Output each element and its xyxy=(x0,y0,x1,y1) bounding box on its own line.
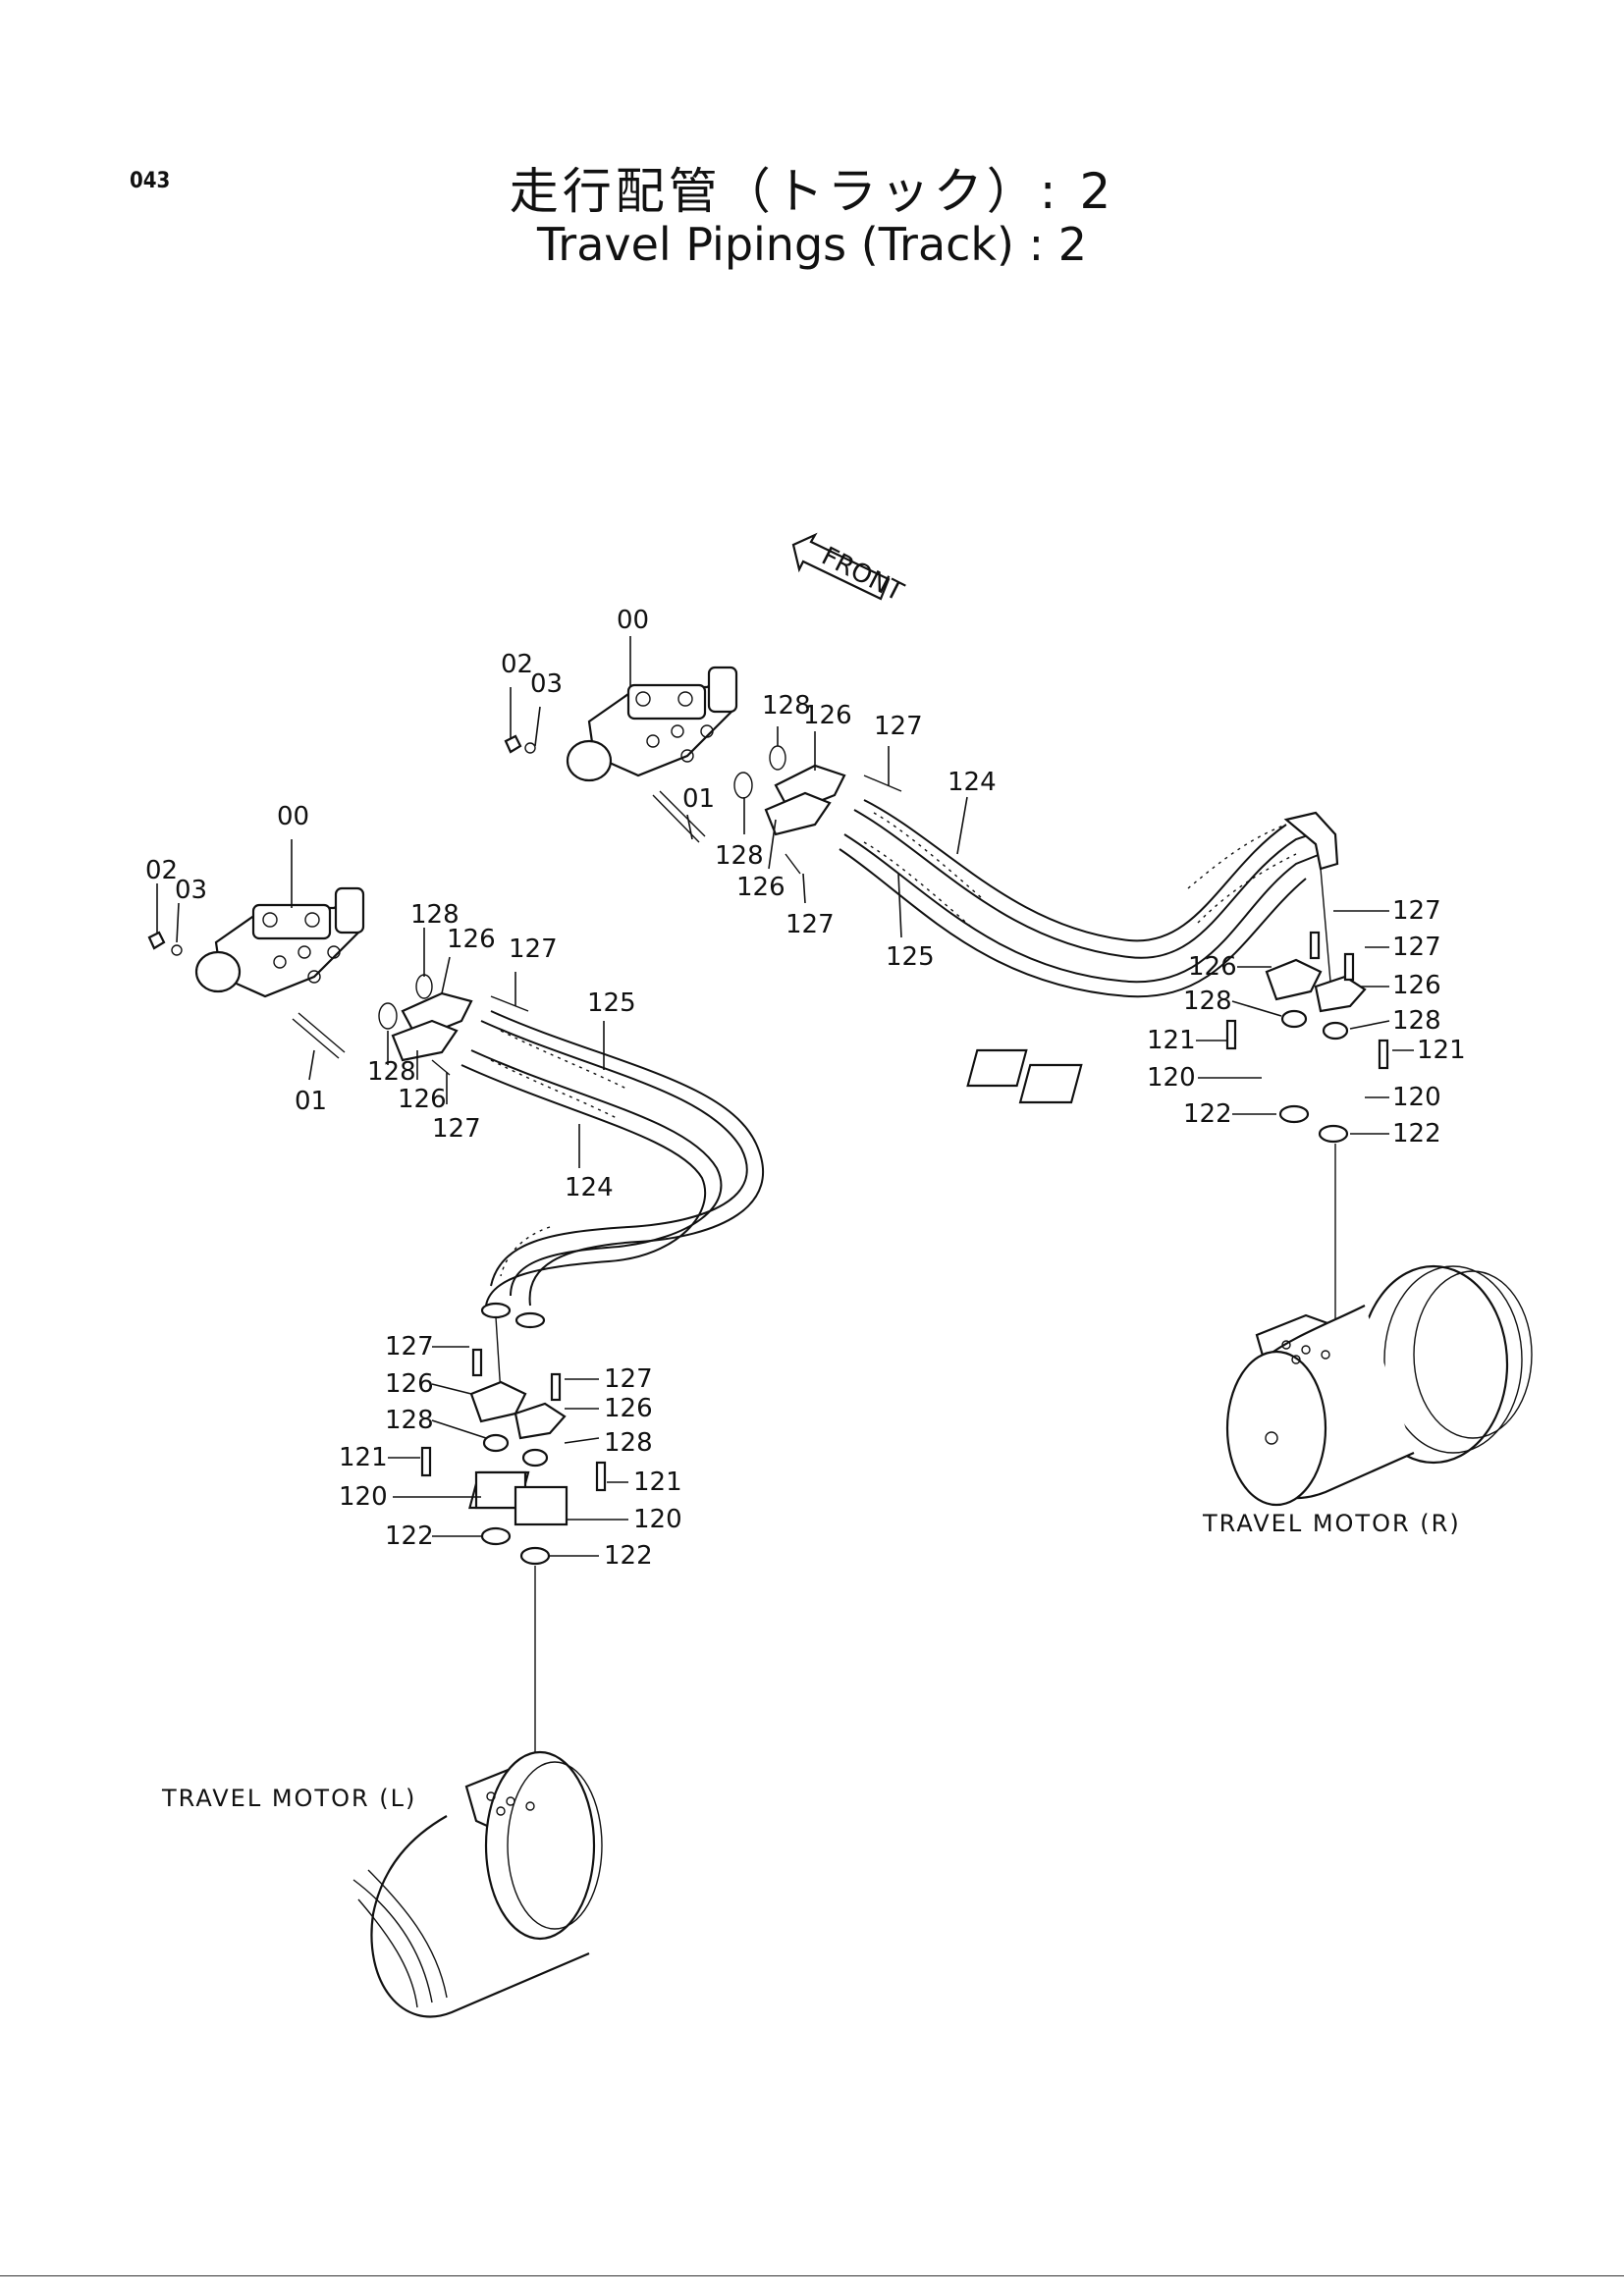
callout-label: 128 xyxy=(367,1057,416,1087)
upper-hoses xyxy=(839,799,1339,998)
caption-motor-left: TRAVEL MOTOR (L) xyxy=(161,1785,416,1812)
callout-label: 01 xyxy=(682,784,715,814)
callout-label: 00 xyxy=(617,606,649,635)
callout-label: 122 xyxy=(385,1522,434,1551)
callout-label: 120 xyxy=(1147,1063,1196,1093)
callout-label: 127 xyxy=(432,1114,481,1144)
callout-label: 122 xyxy=(1183,1099,1232,1129)
callout-label: 128 xyxy=(604,1428,653,1458)
callout-label: 128 xyxy=(1183,987,1232,1016)
callout-label: 120 xyxy=(633,1505,682,1534)
callout-label: 126 xyxy=(1188,952,1237,982)
travel-motor-right xyxy=(1225,1264,1533,1507)
callout-label: 122 xyxy=(604,1541,653,1571)
callout-label: 128 xyxy=(1392,1006,1441,1036)
right-motor-fittings xyxy=(966,868,1389,1364)
leader-lines xyxy=(156,636,1414,1557)
callout-label: 127 xyxy=(1392,896,1441,926)
callout-label: 126 xyxy=(1392,971,1441,1000)
lower-hoses xyxy=(460,1010,764,1329)
callout-label: 03 xyxy=(530,669,563,699)
callout-label: 124 xyxy=(565,1173,614,1202)
callout-label: 03 xyxy=(175,876,207,905)
title-japanese: 走行配管（トラック）: 2 xyxy=(509,163,1115,220)
callout-label: 121 xyxy=(339,1443,388,1472)
callout-label: 126 xyxy=(736,873,785,902)
callouts-left-motor: 127 127 126 126 128 128 121 121 120 120 … xyxy=(339,1332,682,1571)
callout-label: 128 xyxy=(762,691,811,721)
callout-label: 126 xyxy=(398,1085,447,1114)
callout-label: 126 xyxy=(604,1394,653,1423)
front-arrow: FRONT xyxy=(791,532,908,608)
callout-label: 124 xyxy=(947,768,997,797)
callout-label: 125 xyxy=(587,988,636,1018)
callout-label: 127 xyxy=(604,1364,653,1394)
left-motor-fittings xyxy=(420,1316,607,1796)
callout-label: 128 xyxy=(385,1406,434,1435)
bottom-rule xyxy=(0,2275,1624,2276)
callout-label: 01 xyxy=(295,1087,327,1116)
callout-label: 00 xyxy=(277,802,309,831)
lower-flange-set xyxy=(378,974,529,1076)
callout-label: 127 xyxy=(509,934,558,964)
caption-motor-right: TRAVEL MOTOR (R) xyxy=(1202,1510,1461,1537)
callout-label: 121 xyxy=(1417,1036,1466,1065)
callout-label: 127 xyxy=(785,910,835,939)
title-english: Travel Pipings (Track) : 2 xyxy=(536,218,1088,271)
callouts-upper-valve: 00 02 03 01 128 126 127 128 126 127 124 … xyxy=(501,606,997,972)
upper-control-valve xyxy=(504,666,738,843)
page-number: 043 xyxy=(130,169,171,193)
callout-label: 126 xyxy=(447,925,496,954)
callouts-right-motor: 127 127 126 126 128 128 121 121 120 120 … xyxy=(1147,896,1466,1148)
callout-label: 121 xyxy=(633,1468,682,1497)
callout-label: 126 xyxy=(385,1369,434,1399)
callout-label: 127 xyxy=(385,1332,434,1362)
callout-label: 127 xyxy=(874,712,923,741)
callout-label: 02 xyxy=(145,856,178,885)
callout-label: 128 xyxy=(410,900,460,930)
callout-label: 122 xyxy=(1392,1119,1441,1148)
callout-label: 02 xyxy=(501,650,533,679)
callout-label: 121 xyxy=(1147,1026,1196,1055)
callout-label: 120 xyxy=(1392,1083,1441,1112)
callout-label: 125 xyxy=(886,942,935,972)
callout-label: 126 xyxy=(803,701,852,730)
callout-label: 127 xyxy=(1392,933,1441,962)
front-arrow-label: FRONT xyxy=(817,542,908,608)
lower-control-valve xyxy=(147,886,365,1059)
callout-label: 120 xyxy=(339,1482,388,1512)
upper-flange-set xyxy=(733,745,902,875)
callouts-lower-valve: 00 02 03 01 128 126 127 128 126 127 125 … xyxy=(145,802,636,1202)
callout-label: 128 xyxy=(715,841,764,871)
travel-motor-left xyxy=(352,1750,603,2018)
